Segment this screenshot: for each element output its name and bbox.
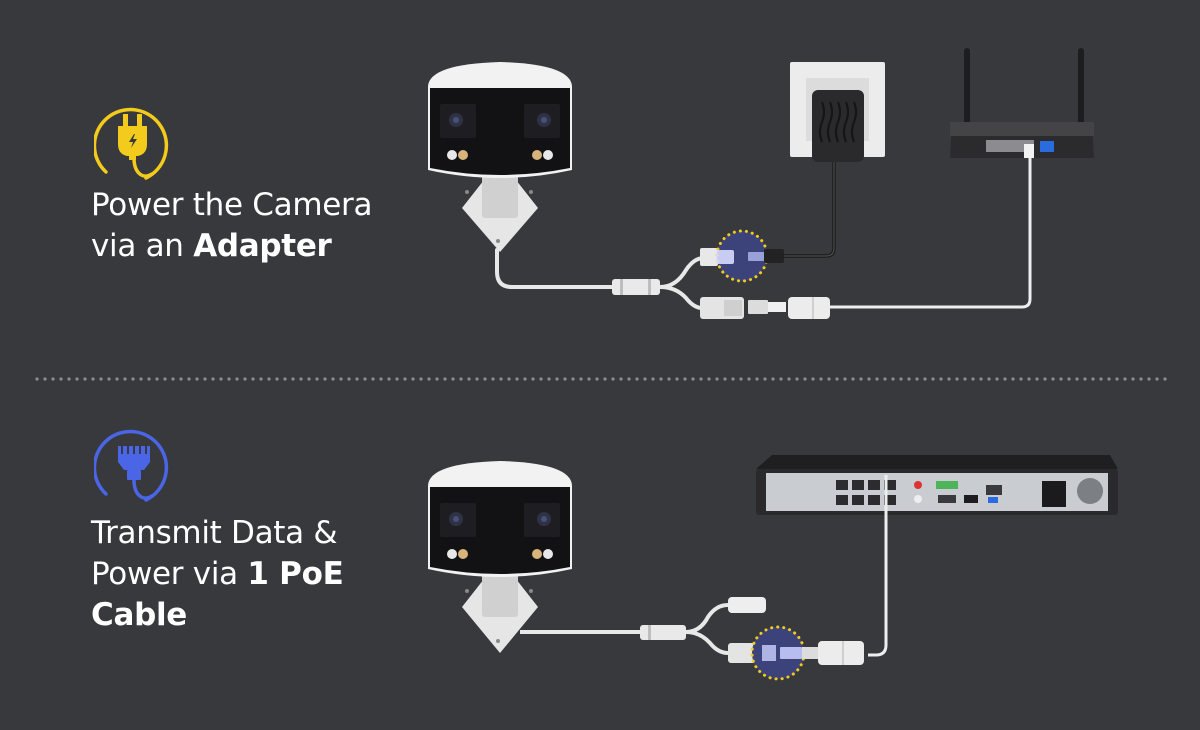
- poe-heading-line2: Power via 1 PoE: [91, 556, 344, 592]
- dual-lens-camera: [428, 461, 572, 653]
- ethernet-plug-icon: [92, 428, 174, 512]
- wifi-router: [950, 48, 1094, 158]
- adapter-wiring-diagram: [428, 48, 1094, 319]
- camera-cable: [495, 248, 614, 289]
- power-plug-icon: [92, 106, 174, 190]
- adapter-heading-emphasis: Adapter: [193, 228, 332, 264]
- rj45-coupler: [748, 297, 830, 319]
- dc-connector-highlight: [715, 229, 784, 283]
- network-cable-to-router: [830, 150, 1032, 309]
- rj45-connector-highlight: [750, 625, 806, 681]
- poe-nvr-recorder: [756, 455, 1118, 515]
- poe-cable-to-nvr: [868, 475, 888, 657]
- poe-heading-line3: Cable: [91, 597, 188, 633]
- poe-wiring-diagram: [428, 455, 1118, 681]
- poe-heading: Transmit Data & Power via 1 PoE Cable: [91, 513, 344, 636]
- section-divider: [33, 377, 1167, 381]
- adapter-heading: Power the Camera via an Adapter: [91, 185, 372, 267]
- poe-section: Transmit Data & Power via 1 PoE Cable: [0, 385, 1200, 730]
- split-cable: [640, 597, 766, 663]
- rj45-coupler: [802, 641, 864, 665]
- split-cable: [612, 248, 744, 319]
- adapter-power-cord: [784, 160, 836, 258]
- adapter-heading-line1: Power the Camera: [91, 187, 373, 223]
- poe-heading-line1: Transmit Data &: [91, 515, 338, 551]
- power-adapter-in-wall-socket: [790, 62, 885, 162]
- poe-heading-emphasis: 1 PoE: [247, 556, 344, 592]
- adapter-section: Power the Camera via an Adapter: [91, 48, 1094, 319]
- adapter-heading-line2: via an Adapter: [91, 228, 332, 264]
- dual-lens-camera: [428, 62, 572, 252]
